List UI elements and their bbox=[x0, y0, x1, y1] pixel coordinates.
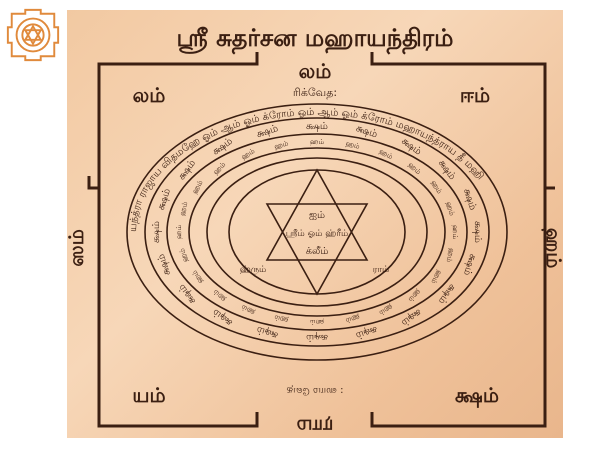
ring-syllable: க்ஷம் bbox=[436, 282, 458, 306]
ring-syllable: க்ஷம் bbox=[176, 158, 198, 182]
inner-ring-syllable: ஹம் bbox=[445, 247, 457, 263]
inner-ring-syllable: ஹம் bbox=[190, 269, 204, 286]
ring-syllable: க்ஷம் bbox=[399, 306, 423, 328]
ring-syllable: க்ஷம் bbox=[151, 221, 162, 243]
ring-syllable: க்ஷம் bbox=[211, 306, 235, 328]
center-right: ராம் bbox=[373, 265, 390, 275]
yantra-logo-icon bbox=[6, 8, 60, 62]
title: ஸ்ரீ சுதர்சன மஹாயந்திரம் bbox=[177, 24, 454, 55]
top-label: ரிக்வேத: bbox=[293, 86, 337, 99]
inner-ring-syllable: ஹம் bbox=[178, 200, 190, 216]
ring-syllable: க்ஷம் bbox=[436, 158, 458, 182]
inner-ring-syllable: ஹம் bbox=[445, 201, 457, 217]
top-gate-label: லம் bbox=[299, 59, 332, 83]
right-gate-label: ஹம் bbox=[540, 228, 563, 269]
ring-syllable: க்ஷம் bbox=[156, 252, 173, 276]
center-bottom: க்லீம் bbox=[306, 246, 329, 257]
inner-ring-syllable: ஹம் bbox=[310, 138, 325, 146]
corner-top-left: லம் bbox=[133, 83, 166, 107]
ring-syllable: க்ஷம் bbox=[156, 187, 173, 211]
ring-syllable: க்ஷம் bbox=[176, 282, 198, 306]
bottom-label: : ஸாம வேத bbox=[286, 385, 343, 396]
inner-ring-syllable: ஹம் bbox=[429, 269, 443, 286]
ring-syllable: க்ஷம் bbox=[306, 121, 328, 132]
corner-bottom-left: யம் bbox=[132, 383, 165, 407]
center-top: ஐம் bbox=[309, 210, 325, 221]
inner-ring-syllable: ஹம் bbox=[344, 313, 360, 325]
concentric-rings bbox=[126, 103, 508, 361]
inner-ring-syllable: ஹம் bbox=[273, 313, 289, 325]
inner-ring-syllable: ஹம் bbox=[273, 139, 289, 151]
inner-ring-syllable: ஹம் bbox=[190, 179, 204, 196]
center-middle: ஸ்ரீம் ஓம் ஹ்ரீம் bbox=[286, 229, 348, 239]
border-frame bbox=[87, 52, 555, 428]
ring-syllable: க்ஷம் bbox=[472, 221, 483, 243]
inner-ring-syllable: ஹம் bbox=[345, 139, 361, 151]
ring-syllable: க்ஷம் bbox=[461, 252, 478, 276]
corner-top-right: ஈம் bbox=[460, 83, 490, 107]
center-left: ஹ்ரும் bbox=[240, 265, 267, 275]
inner-ring-syllable: ஹம் bbox=[451, 225, 459, 240]
inner-ring-syllable: ஹம் bbox=[429, 179, 443, 196]
ring-syllable: க்ஷம் bbox=[211, 136, 235, 158]
hexagram-up bbox=[265, 168, 369, 261]
ring-syllable: க்ஷம் bbox=[399, 136, 423, 158]
inner-ring-syllable: ஹம் bbox=[178, 247, 190, 263]
bottom-gate-label: ராம bbox=[297, 415, 334, 438]
yantra-plate: ஸ்ரீ சுதர்சன மஹாயந்திரம் லம் ரிக்வேத: லம… bbox=[64, 10, 566, 439]
corner-bottom-right: க்ஷம் bbox=[455, 383, 499, 409]
inner-ring-syllable: ஹம் bbox=[310, 318, 325, 326]
hexagram-down bbox=[265, 203, 369, 296]
left-gate-label: ஸம் bbox=[67, 229, 88, 267]
inner-ring-syllable: ஹம் bbox=[175, 225, 183, 240]
ring-syllable: க்ஷம் bbox=[306, 332, 328, 343]
ring-syllable: க்ஷம் bbox=[461, 187, 478, 211]
